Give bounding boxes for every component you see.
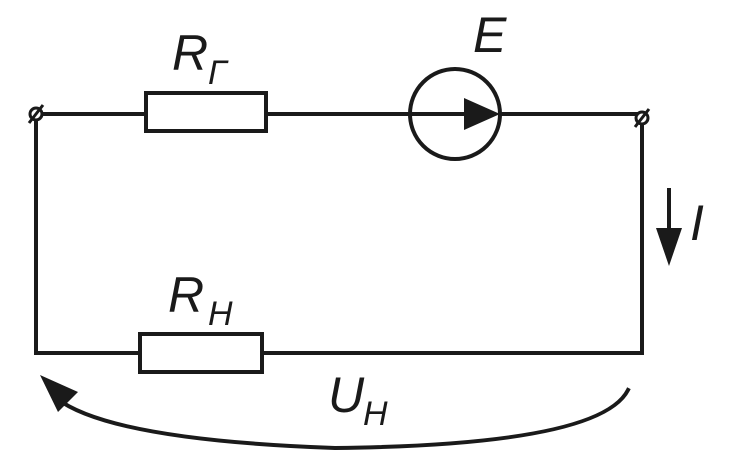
current-arrow <box>656 188 682 266</box>
label-source: E <box>473 7 507 63</box>
source-arrow-head <box>464 98 500 130</box>
terminal-right-slash <box>633 108 651 128</box>
label-resistor-generator-subscript: Г <box>208 54 229 92</box>
label-current: I <box>690 195 704 251</box>
terminal-right <box>633 108 651 128</box>
label-resistor-load-subscript: Н <box>208 295 233 333</box>
label-resistor-generator: R <box>172 25 208 81</box>
voltage-arc <box>53 387 631 451</box>
terminal-left-slash <box>27 104 45 124</box>
terminal-left <box>27 104 45 124</box>
voltage-arrow-head <box>40 375 78 412</box>
label-voltage-load-subscript: Н <box>363 395 388 433</box>
label-resistor-load: R <box>168 267 204 323</box>
resistor-load <box>138 332 264 374</box>
label-voltage-load: U <box>328 367 365 423</box>
current-arrow-head <box>656 228 682 266</box>
emf-source <box>408 67 502 161</box>
wires <box>34 112 644 355</box>
resistor-generator <box>144 91 268 133</box>
voltage-arrow <box>40 375 631 451</box>
